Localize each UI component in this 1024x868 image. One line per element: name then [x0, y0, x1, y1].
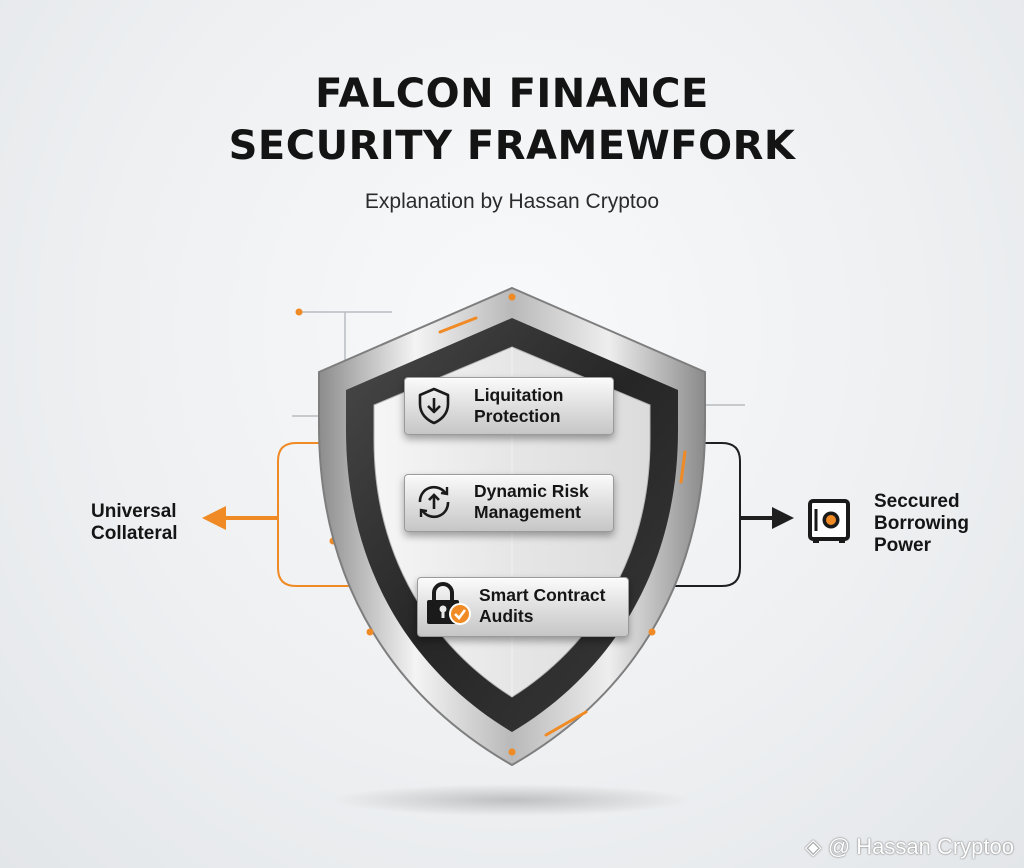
watermark-text: @ Hassan Cryptoo: [828, 834, 1014, 859]
smart-contract-audits-label: Smart Contract Audits: [479, 585, 605, 627]
liquidation-protection-label: Liquitation Protection: [474, 385, 563, 427]
smart-contract-label-line1: Smart Contract: [479, 585, 605, 606]
watermark: ◈ @ Hassan Cryptoo: [805, 834, 1014, 860]
dynamic-risk-label-line2: Management: [474, 502, 589, 523]
universal-collateral-line2: Collateral: [91, 523, 178, 545]
secured-borrowing-line2: Borrowing: [874, 513, 969, 535]
left-arrow-head: [202, 506, 226, 530]
safe-vault-icon: [806, 497, 854, 545]
secured-borrowing-line1: Seccured: [874, 491, 969, 513]
secured-borrowing-power-label: Seccured Borrowing Power: [874, 491, 969, 557]
lock-check-icon: [423, 580, 473, 628]
dynamic-risk-label-line1: Dynamic Risk: [474, 481, 589, 502]
shield-floor-shadow: [332, 784, 692, 816]
right-arrow-head: [772, 507, 794, 529]
secured-borrowing-line3: Power: [874, 535, 969, 557]
universal-collateral-line1: Universal: [91, 501, 178, 523]
smart-contract-label-line2: Audits: [479, 606, 605, 627]
dynamic-risk-icon: [412, 481, 456, 523]
liquidation-label-line1: Liquitation: [474, 385, 563, 406]
watermark-diamond-icon: ◈: [805, 834, 828, 859]
universal-collateral-label: Universal Collateral: [91, 501, 178, 545]
shield-down-arrow-icon: [417, 387, 451, 425]
liquidation-label-line2: Protection: [474, 406, 563, 427]
dynamic-risk-label: Dynamic Risk Management: [474, 481, 589, 523]
